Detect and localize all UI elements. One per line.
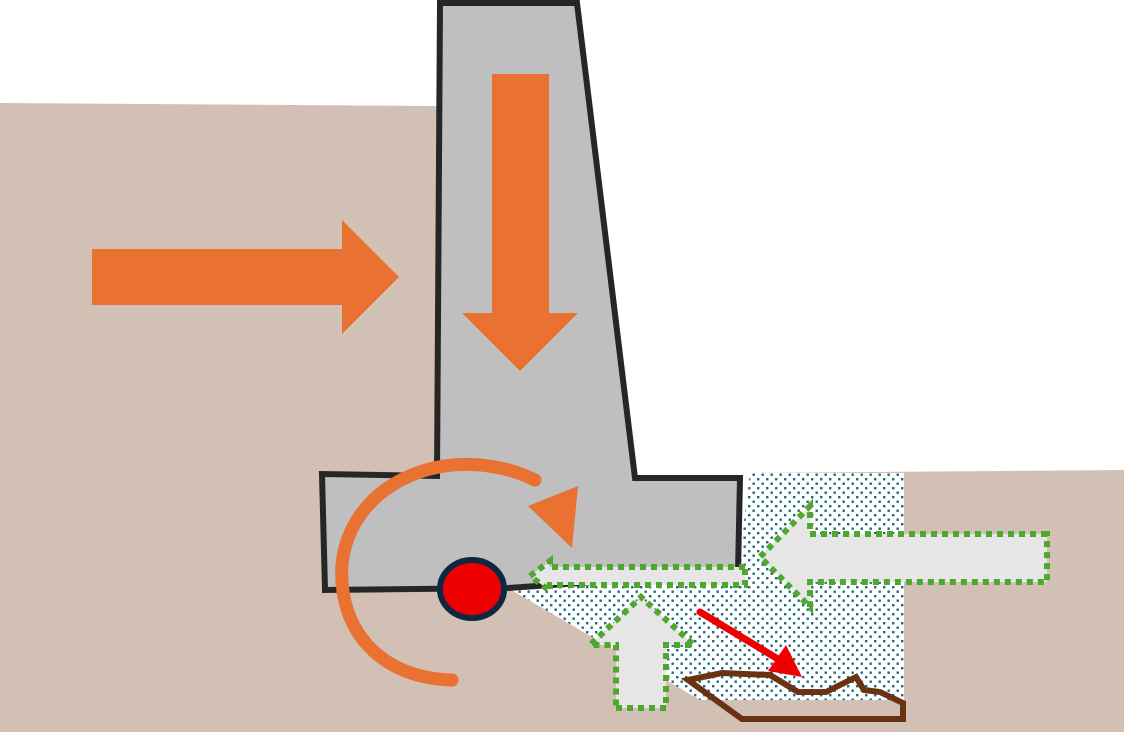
lateral-earth-pressure-arrow	[92, 220, 399, 334]
seepage-arrow	[696, 608, 782, 663]
rock-layer	[680, 669, 906, 722]
base-sliding-arrow	[525, 555, 748, 597]
passive-pressure-arrow	[755, 498, 1050, 615]
toe-pivot-point	[437, 557, 507, 621]
overturning-moment-arrow	[335, 458, 542, 687]
moment-arrowhead	[528, 486, 578, 548]
wall-weight-arrow	[462, 74, 578, 371]
uplift-pressure-arrow	[582, 592, 702, 711]
seepage-arrowhead	[768, 645, 802, 677]
